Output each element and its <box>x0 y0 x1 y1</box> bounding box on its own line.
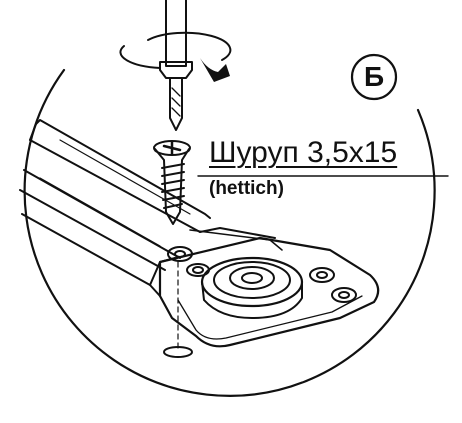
screwdriver-icon <box>159 0 193 131</box>
rotation-arrow-icon <box>119 31 232 82</box>
badge-circle <box>350 53 398 101</box>
rail-profile <box>19 119 211 297</box>
magnifier-circle <box>23 68 436 397</box>
detail-badge-letter: Б <box>363 61 385 92</box>
mounting-plate <box>158 227 380 348</box>
drill-axis <box>163 261 193 358</box>
screw-icon <box>153 140 191 225</box>
screw-label: Шуруп 3,5x15 <box>209 136 398 169</box>
brand-label: (hettich) <box>209 178 284 199</box>
